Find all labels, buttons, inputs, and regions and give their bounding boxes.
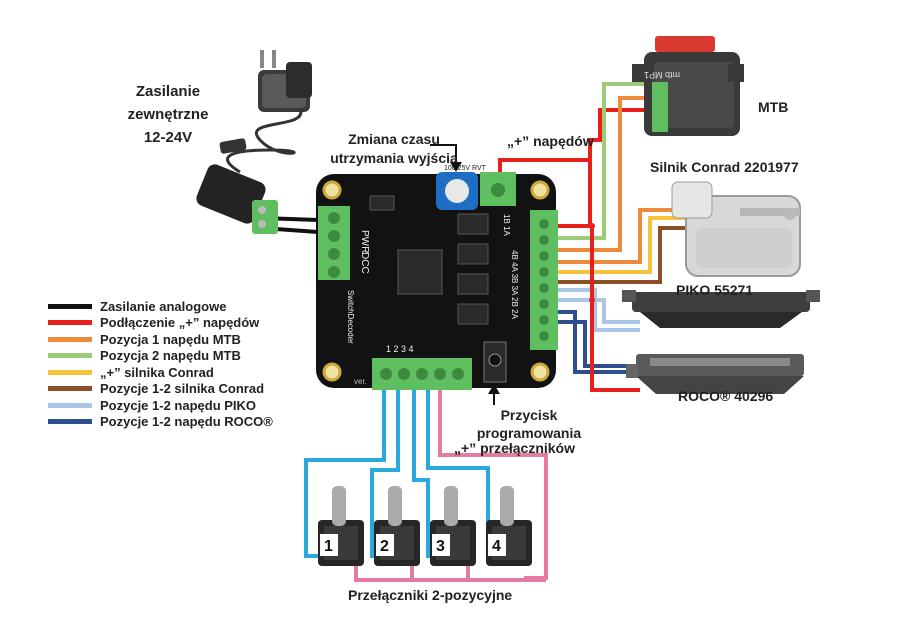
legend-label: Pozycje 1-2 napędu PIKO bbox=[100, 397, 257, 413]
board-pot-text: 100 25V RVT bbox=[444, 165, 487, 172]
conrad-motor-label: Silnik Conrad 2201977 bbox=[650, 159, 799, 175]
hold-time-label: Zmiana czasu utrzymania wyjścia bbox=[314, 130, 474, 168]
board-version-text: ver. bbox=[354, 377, 367, 386]
drives-plus-label: „+” napędów bbox=[507, 133, 594, 149]
legend-label: Pozycje 1-2 napędu ROCO® bbox=[100, 414, 273, 430]
mtb-tag-text: mtb MP1 bbox=[644, 70, 680, 80]
piko-label: PIKO 55271 bbox=[676, 282, 754, 298]
legend-item: Pozycje 1-2 napędu ROCO® bbox=[48, 414, 273, 431]
switches-plus-label: „+” przełączników bbox=[454, 440, 575, 456]
power-label-line2: zewnętrzne bbox=[127, 106, 209, 123]
hold-time-label-line2: utrzymania wyjścia bbox=[330, 150, 458, 166]
legend-item: Pozycje 1-2 silnika Conrad bbox=[48, 381, 273, 398]
legend-swatch bbox=[48, 353, 92, 359]
legend-swatch bbox=[48, 402, 92, 408]
board-pwr-text: PWR bbox=[359, 230, 370, 253]
program-button-label: Przycisk programowania bbox=[464, 406, 594, 442]
roco-drive bbox=[626, 354, 804, 394]
legend-item: Pozycje 1-2 napędu PIKO bbox=[48, 397, 273, 414]
legend-swatch bbox=[48, 336, 92, 342]
toggle-switches: 1 2 3 4 bbox=[318, 486, 532, 566]
board-inputs-text: 1 2 3 4 bbox=[386, 344, 414, 354]
legend-item: Pozycja 1 napędu MTB bbox=[48, 331, 273, 348]
board-dcc-text: DCC bbox=[359, 252, 370, 274]
board-pins-top-text: 1B 1A bbox=[502, 214, 511, 236]
board-model-text: SwitchDecoder bbox=[346, 290, 355, 344]
board-pins-right-text: 4B 4A 3B 3A 2B 2A bbox=[510, 250, 519, 320]
power-label: Zasilanie zewnętrzne 12-24V bbox=[108, 80, 228, 149]
hold-time-label-line1: Zmiana czasu bbox=[348, 131, 440, 147]
piko-drive bbox=[622, 290, 820, 328]
conrad-motor bbox=[671, 181, 801, 277]
legend-item: Podłączenie „+” napędów bbox=[48, 315, 273, 332]
legend-label: Podłączenie „+” napędów bbox=[100, 315, 260, 331]
dc-jack bbox=[196, 164, 278, 234]
legend-swatch bbox=[48, 320, 92, 326]
annotation-arrows bbox=[430, 144, 500, 405]
switch-number: 1 bbox=[324, 538, 333, 555]
roco-label: ROCO® 40296 bbox=[678, 388, 774, 404]
legend-swatch bbox=[48, 419, 92, 425]
mtb-drive: mtb MP1 bbox=[632, 36, 744, 136]
mtb-label: MTB bbox=[758, 99, 789, 115]
switches-caption: Przełączniki 2-pozycyjne bbox=[348, 587, 513, 603]
program-button-label-line2: programowania bbox=[476, 425, 582, 441]
legend-item: Zasilanie analogowe bbox=[48, 298, 273, 315]
legend-label: „+” silnika Conrad bbox=[100, 364, 214, 380]
switch-decoder-board: PWR DCC SwitchDecoder 100 25V RVT 1B 1A … bbox=[316, 165, 558, 390]
legend-item: Pozycja 2 napędu MTB bbox=[48, 348, 273, 365]
legend-label: Pozycja 2 napędu MTB bbox=[100, 348, 241, 364]
power-adapter bbox=[219, 50, 312, 174]
legend-label: Pozycje 1-2 silnika Conrad bbox=[100, 381, 265, 397]
legend-label: Pozycja 1 napędu MTB bbox=[100, 331, 241, 347]
drive-wires bbox=[498, 82, 685, 392]
switch-number: 3 bbox=[436, 538, 445, 555]
legend-swatch bbox=[48, 303, 92, 309]
program-button-label-line1: Przycisk bbox=[500, 407, 558, 423]
power-label-line1: Zasilanie bbox=[135, 83, 201, 100]
legend-swatch bbox=[48, 386, 92, 392]
legend-swatch bbox=[48, 369, 92, 375]
switch-number: 2 bbox=[380, 538, 389, 555]
switch-number: 4 bbox=[492, 538, 501, 555]
power-label-line3: 12-24V bbox=[143, 129, 193, 146]
legend-label: Zasilanie analogowe bbox=[100, 298, 227, 314]
legend-item: „+” silnika Conrad bbox=[48, 364, 273, 381]
right-terminal-block bbox=[530, 210, 558, 350]
